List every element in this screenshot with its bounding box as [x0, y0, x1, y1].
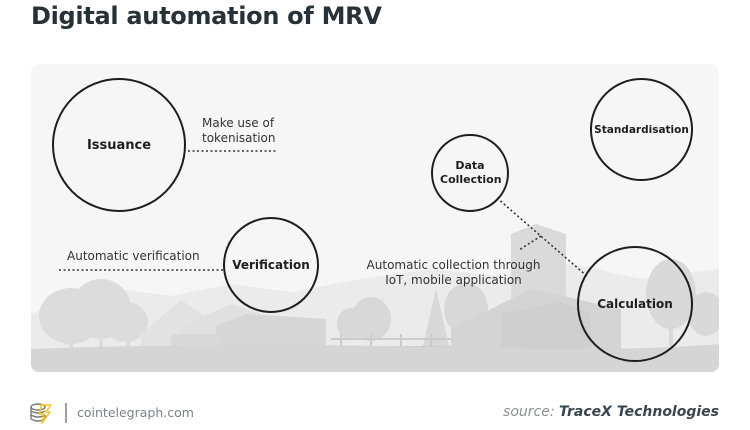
annotation-collection-line1: Automatic collection through [366, 258, 541, 272]
node-standardisation-label: Standardisation [594, 123, 689, 136]
coin-stack-lightning-icon [30, 403, 52, 424]
node-issuance-label: Issuance [86, 137, 152, 153]
node-issuance: Issuance [52, 78, 186, 212]
footer-source: source: TraceX Technologies [503, 404, 719, 420]
diagram-panel: Issuance Verification Data Collection St… [31, 64, 719, 372]
annotation-verification: Automatic verification [67, 249, 200, 263]
node-verification-label: Verification [232, 258, 310, 272]
node-verification: Verification [223, 217, 319, 313]
source-prefix: source: [503, 404, 555, 420]
annotation-tokenisation: Make use of tokenisation [202, 116, 275, 146]
node-data-collection-label: Data Collection [440, 159, 502, 186]
node-data-collection: Data Collection [431, 134, 509, 212]
node-standardisation: Standardisation [590, 78, 693, 181]
annotation-collection-line2: IoT, mobile application [385, 273, 522, 287]
annotation-tokenisation-line1: Make use of [202, 116, 275, 130]
annotation-tokenisation-line2: tokenisation [202, 131, 276, 145]
node-calculation-label: Calculation [597, 297, 673, 311]
source-name: TraceX Technologies [559, 404, 719, 420]
footer-divider [65, 403, 67, 423]
node-calculation: Calculation [577, 246, 693, 362]
page-title: Digital automation of MRV [31, 2, 382, 30]
footer-site-link[interactable]: cointelegraph.com [77, 405, 194, 420]
annotation-collection: Automatic collection through IoT, mobile… [361, 258, 546, 288]
